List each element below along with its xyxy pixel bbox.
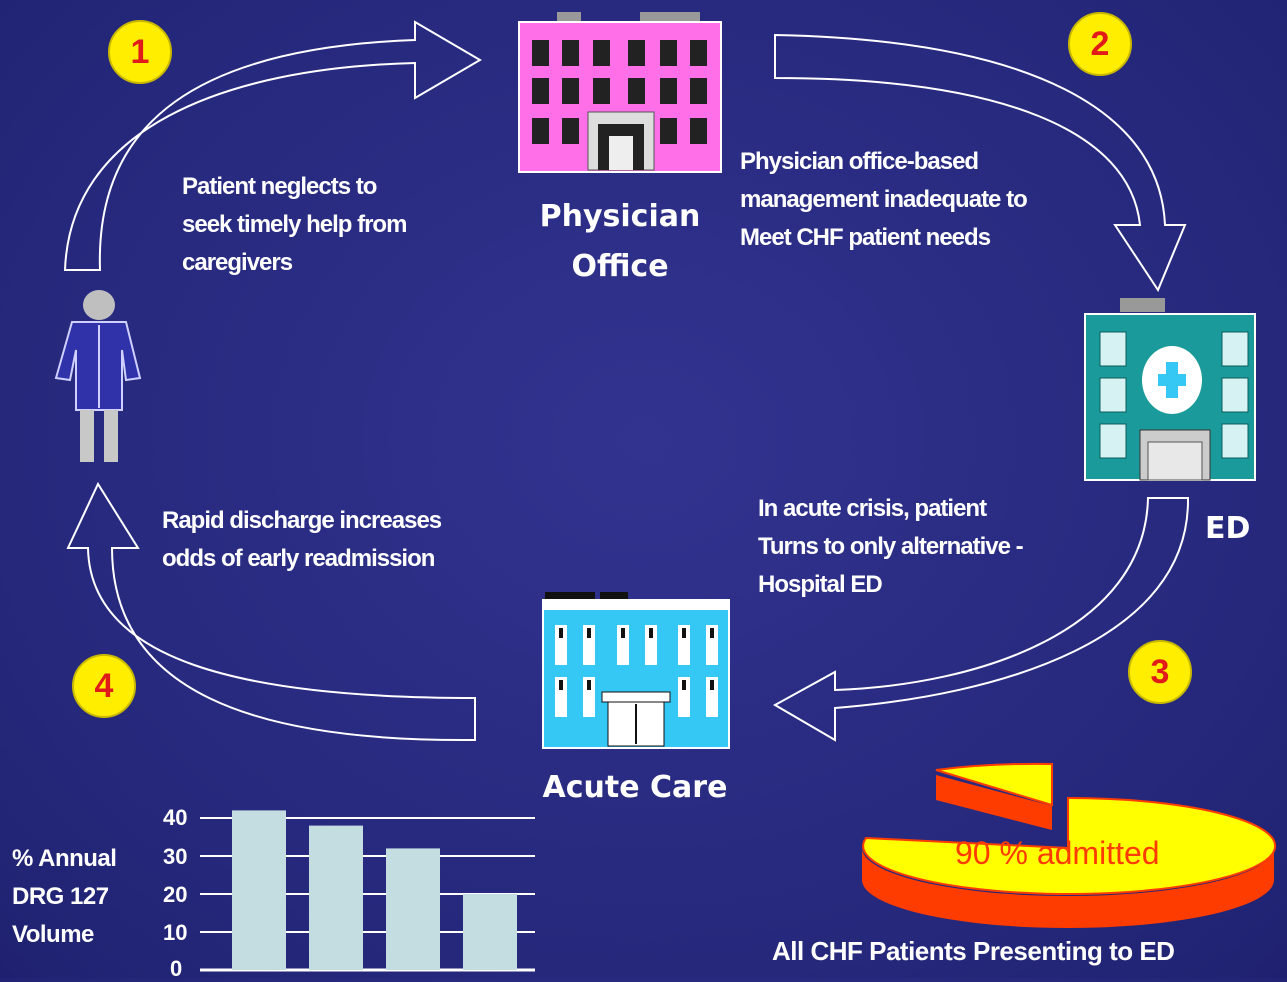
- bar-1: [232, 810, 286, 970]
- caption-step-3-line: Hospital ED: [758, 571, 883, 598]
- acute-care-label: Acute Care: [542, 770, 728, 805]
- step-badge-2: 2: [1068, 12, 1132, 76]
- admitted-pie-chart: [862, 762, 1277, 928]
- pie-caption: All CHF Patients Presenting to ED: [772, 936, 1175, 966]
- y-tick-label: 10: [163, 920, 188, 945]
- caption-step-1: Patient neglects to seek timely help fro…: [182, 168, 407, 282]
- pie-side: [862, 848, 1274, 928]
- ed-label: ED: [1205, 511, 1251, 546]
- arrow-office-to-ed: [774, 33, 1187, 293]
- pie-admitted-label: 90 % admitted: [955, 835, 1160, 871]
- physician-office-label: Physician Office: [520, 192, 720, 292]
- drg-bar-chart: [200, 810, 535, 972]
- bar-3: [386, 848, 440, 970]
- ed-hospital-building-icon: [1084, 298, 1256, 481]
- arrow-patient-to-office: [63, 20, 482, 271]
- bar-chart-ylabel-line: % Annual: [12, 845, 117, 872]
- caption-step-2-line: management inadequate to: [740, 186, 1028, 213]
- caption-step-4-line: Rapid discharge increases: [162, 507, 442, 534]
- caption-step-1-line: Patient neglects to: [182, 173, 377, 200]
- y-tick-label: 40: [163, 805, 188, 830]
- y-tick-label: 30: [163, 844, 188, 869]
- pie-slice-not-admitted: [935, 762, 1053, 807]
- bar-4: [463, 894, 517, 970]
- caption-step-3: In acute crisis, patient Turns to only a…: [758, 490, 1024, 604]
- step-badge-4: 4: [72, 654, 136, 718]
- caption-step-4: Rapid discharge increases odds of early …: [162, 502, 442, 578]
- bar-chart-ylabel-line: Volume: [12, 921, 94, 948]
- caption-step-4-line: odds of early readmission: [162, 545, 435, 572]
- arrow-acute-to-patient: [66, 481, 476, 742]
- caption-step-3-line: In acute crisis, patient: [758, 495, 987, 522]
- y-tick-label: 20: [163, 882, 188, 907]
- physician-office-building-icon: [518, 12, 722, 173]
- caption-step-2: Physician office-based management inadeq…: [740, 143, 1028, 257]
- bar-chart-ylabel-line: DRG 127: [12, 883, 109, 910]
- pie-slice-admitted: [862, 796, 1277, 895]
- caption-step-3-line: Turns to only alternative -: [758, 533, 1024, 560]
- caption-step-1-line: seek timely help from: [182, 211, 407, 238]
- bar-chart-ylabel: % Annual DRG 127 Volume: [12, 840, 117, 954]
- physician-office-label-line2: Office: [571, 249, 669, 284]
- bar-chart-bars: [232, 810, 517, 970]
- caption-step-2-line: Meet CHF patient needs: [740, 224, 991, 251]
- step-badge-1: 1: [108, 20, 172, 84]
- y-tick-label: 0: [170, 956, 183, 981]
- caption-step-1-line: caregivers: [182, 249, 293, 276]
- bar-2: [309, 825, 363, 970]
- patient-figure-icon: [54, 290, 142, 462]
- physician-office-label-line1: Physician: [539, 199, 701, 234]
- caption-step-2-line: Physician office-based: [740, 148, 979, 175]
- step-badge-3: 3: [1128, 640, 1192, 704]
- acute-care-building-icon: [542, 592, 730, 749]
- arrow-ed-to-acute: [772, 497, 1190, 742]
- pie-slice-not-admitted-side: [936, 775, 1052, 830]
